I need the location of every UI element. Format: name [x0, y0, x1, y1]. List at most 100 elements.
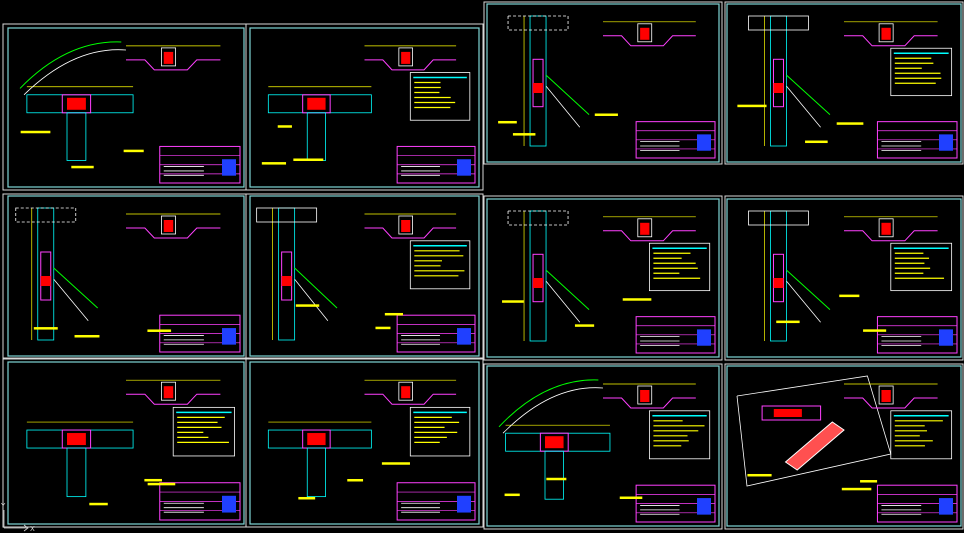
- pipe-wall: [529, 15, 547, 147]
- concrete-fill: [773, 409, 802, 417]
- section-labels: [502, 298, 652, 327]
- title-block: [159, 482, 241, 521]
- drawing-sheet[interactable]: [724, 363, 964, 530]
- section-label-mark: [293, 158, 324, 161]
- wall-block: [256, 207, 318, 223]
- detail-profile: [844, 21, 938, 47]
- profile-line: [364, 59, 457, 71]
- logo-mark: [697, 329, 711, 346]
- logo-mark: [222, 495, 236, 513]
- branch-pipe-edge: [786, 85, 821, 128]
- curved-channel-edge: [502, 387, 604, 434]
- wall-block: [507, 210, 569, 226]
- concrete-fill: [401, 51, 411, 64]
- notes-frame: [409, 406, 471, 457]
- section-label-mark: [737, 104, 767, 108]
- drawing-sheet[interactable]: [483, 363, 723, 530]
- section-labels: [498, 113, 618, 136]
- concrete-fill: [881, 222, 891, 235]
- drawing-sheet[interactable]: [483, 1, 723, 165]
- drawing-sheet[interactable]: [724, 195, 964, 361]
- profile-structure: [160, 381, 176, 401]
- sheet-border: [724, 1, 964, 165]
- section-label-mark: [347, 478, 364, 482]
- detail-profile: [844, 216, 938, 242]
- title-block: [396, 482, 476, 521]
- profile-structure: [637, 23, 653, 43]
- channel-strip: [784, 421, 845, 471]
- profile-line: [603, 35, 696, 47]
- pipe-section: [748, 15, 831, 147]
- curved-channel: [19, 41, 122, 89]
- profile-line: [364, 227, 457, 239]
- sheet-border: [245, 358, 484, 528]
- concrete-fill: [881, 27, 891, 40]
- pipe-section: [267, 421, 372, 498]
- notes-legend: [409, 406, 471, 457]
- concrete-fill: [40, 276, 51, 286]
- section-label-mark: [147, 329, 172, 332]
- profile-line: [603, 397, 696, 409]
- profile-structure: [878, 385, 894, 405]
- sheet-frame: [726, 198, 962, 358]
- branch-stub: [66, 447, 87, 498]
- title-block: [876, 484, 958, 523]
- notes-frame: [172, 406, 235, 457]
- concrete-fill: [881, 390, 891, 402]
- profile-line: [126, 59, 221, 71]
- logo-mark: [222, 328, 236, 345]
- detail-profile: [603, 383, 696, 409]
- section-label-mark: [841, 487, 872, 491]
- logo-mark: [939, 134, 953, 151]
- concrete-fill: [281, 276, 292, 286]
- title-block: [159, 314, 241, 353]
- title-block: [635, 484, 716, 523]
- logo-mark: [939, 498, 953, 515]
- sheet-frame: [249, 195, 480, 357]
- wall-block: [748, 15, 809, 31]
- section-label-mark: [594, 113, 618, 116]
- profile-structure: [398, 381, 413, 401]
- sheet-border: [724, 195, 964, 361]
- title-block: [876, 316, 958, 354]
- section-label-mark: [836, 122, 864, 125]
- concrete-fill: [773, 278, 784, 288]
- sheet-frame: [486, 365, 720, 527]
- drawing-sheet[interactable]: [724, 1, 964, 165]
- pipe-section: [19, 41, 134, 161]
- profile-structure: [637, 385, 653, 405]
- drawing-sheet[interactable]: [2, 358, 247, 528]
- profile-line: [364, 393, 457, 405]
- profile-structure: [160, 47, 176, 67]
- section-label-mark: [805, 140, 828, 144]
- branch-pipe-edge: [53, 278, 89, 322]
- section-labels: [747, 473, 878, 491]
- detail-profile: [364, 379, 457, 405]
- sheet-border: [483, 1, 723, 165]
- notes-legend: [649, 242, 711, 292]
- concrete-fill: [67, 433, 86, 446]
- drawing-sheet[interactable]: [245, 193, 484, 359]
- section-label-mark: [144, 478, 162, 482]
- section-label-mark: [147, 482, 176, 486]
- notes-frame: [409, 72, 471, 121]
- section-labels: [737, 104, 864, 144]
- branch-pipe-edge: [545, 280, 581, 323]
- section-label-mark: [71, 165, 94, 169]
- branch-pipe: [294, 267, 338, 309]
- drawing-sheet[interactable]: [245, 23, 484, 191]
- concrete-fill: [401, 386, 411, 399]
- section-label-mark: [295, 304, 320, 307]
- drawing-sheet[interactable]: [245, 358, 484, 528]
- drawing-sheet[interactable]: [2, 23, 247, 191]
- section-label-mark: [512, 133, 536, 136]
- pipe-section: [498, 379, 611, 500]
- section-label-mark: [33, 327, 58, 330]
- profile-structure: [878, 218, 894, 238]
- profile-line: [126, 227, 221, 239]
- section-label-mark: [20, 130, 51, 134]
- drawing-sheet[interactable]: [483, 195, 723, 361]
- sheet-frame: [7, 27, 245, 188]
